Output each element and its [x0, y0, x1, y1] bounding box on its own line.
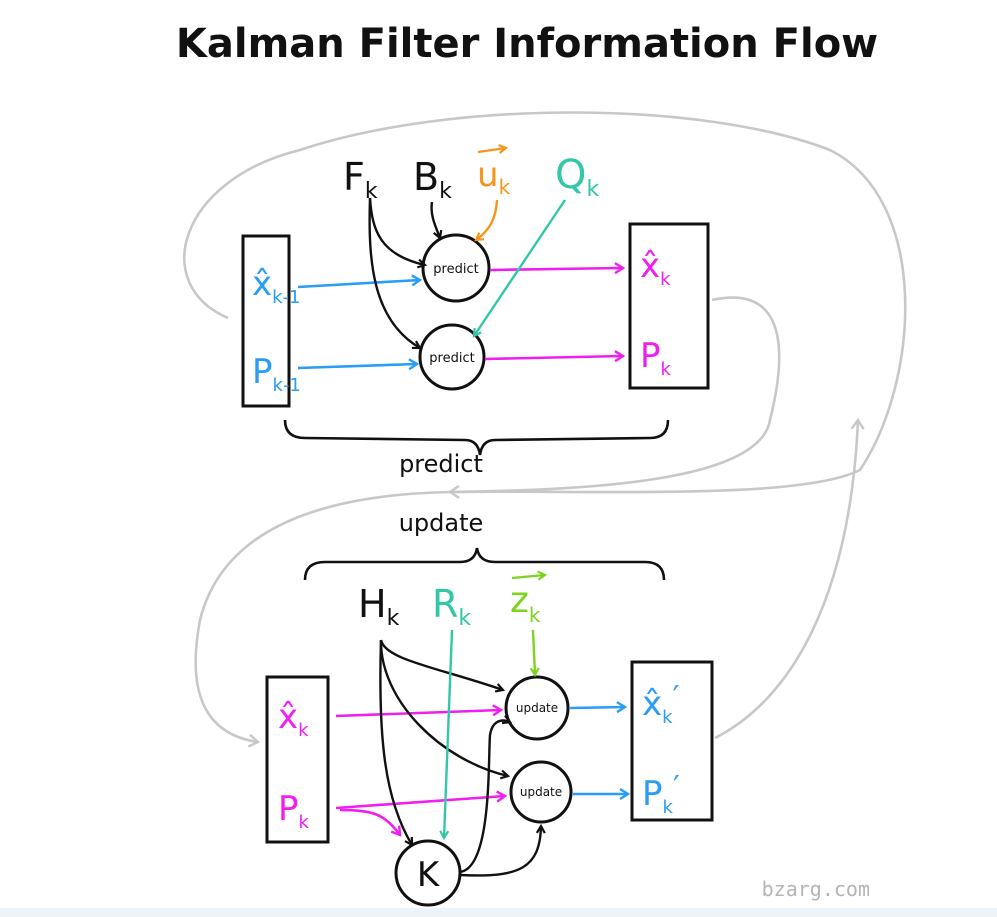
arrow-pk-to-update: [335, 796, 505, 810]
predict-brace: [283, 419, 670, 456]
predict-input-box: [241, 234, 291, 408]
arrow-q-to-predict: [474, 199, 566, 336]
predict-output-p: Pk: [640, 336, 672, 380]
arrow-b-to-predict: [430, 201, 440, 238]
loop-arrow-predict-exit: [449, 296, 781, 494]
update-input-box: [265, 675, 330, 844]
svg-text:zk: zk: [510, 580, 541, 627]
arrow-pk1-to-predict: [297, 364, 417, 368]
arrow-u-to-predict: [476, 199, 499, 240]
update-node-state: update: [504, 675, 570, 741]
arrow-pk-to-gain: [339, 808, 400, 835]
arrow-f-to-predict-cov: [368, 197, 420, 348]
svg-text:predict: predict: [429, 351, 474, 366]
arrow-update-to-xk-prime: [569, 707, 625, 708]
update-brace-label: update: [399, 509, 484, 537]
predict-output-xhat: x̂k: [640, 246, 671, 290]
arrow-gain-to-update-cov: [459, 826, 541, 877]
kalman-gain-node: K: [394, 839, 462, 907]
update-input-p: Pk: [278, 789, 310, 833]
arrow-h-to-update-state: [379, 639, 503, 690]
arrow-predict-to-xk: [489, 268, 623, 270]
arrow-h-to-gain: [379, 639, 412, 845]
svg-text:K: K: [417, 855, 441, 895]
arrow-gain-to-update-state: [459, 721, 510, 874]
site-credit: bzarg.com: [762, 877, 870, 901]
loop-arrow-update-entry: [194, 490, 451, 748]
update-brace: [303, 547, 666, 581]
diagram-title: Kalman Filter Information Flow: [176, 21, 878, 67]
arrow-xk1-to-predict: [297, 280, 420, 289]
param-b: Bk: [413, 155, 452, 204]
predict-output-box: [628, 222, 710, 390]
predict-input-xhat: x̂k-1: [252, 264, 301, 308]
update-node-covariance: update: [509, 760, 573, 824]
param-h: Hk: [358, 582, 400, 631]
predict-node-covariance: predict: [418, 323, 486, 391]
arrow-xk-to-update: [335, 710, 501, 718]
update-output-p: Pk′: [642, 770, 680, 818]
predict-node-state: predict: [421, 233, 491, 303]
param-u: uk: [477, 148, 511, 199]
svg-text:predict: predict: [433, 262, 478, 277]
svg-text:update: update: [520, 785, 562, 799]
arrow-h-to-update-cov: [379, 639, 508, 776]
arrow-f-to-predict-state: [368, 197, 425, 265]
update-output-box: [630, 660, 714, 822]
loop-arrow-update-exit: [714, 417, 865, 740]
loop-arrow-top: [183, 111, 907, 499]
bottom-strip: [0, 908, 997, 917]
predict-brace-label: predict: [399, 450, 483, 478]
svg-text:uk: uk: [477, 155, 511, 199]
arrow-z-to-update: [533, 629, 535, 675]
param-q: Qk: [555, 152, 599, 202]
update-output-xhat: x̂k′: [642, 680, 680, 728]
param-z: zk: [510, 575, 545, 627]
param-f: Fk: [343, 155, 378, 204]
predict-input-p: Pk-1: [252, 352, 301, 396]
update-input-xhat: x̂k: [278, 697, 309, 741]
arrow-r-to-gain: [444, 629, 454, 838]
arrow-predict-to-pk: [484, 356, 623, 359]
param-r: Rk: [432, 582, 471, 631]
svg-text:update: update: [516, 701, 558, 715]
